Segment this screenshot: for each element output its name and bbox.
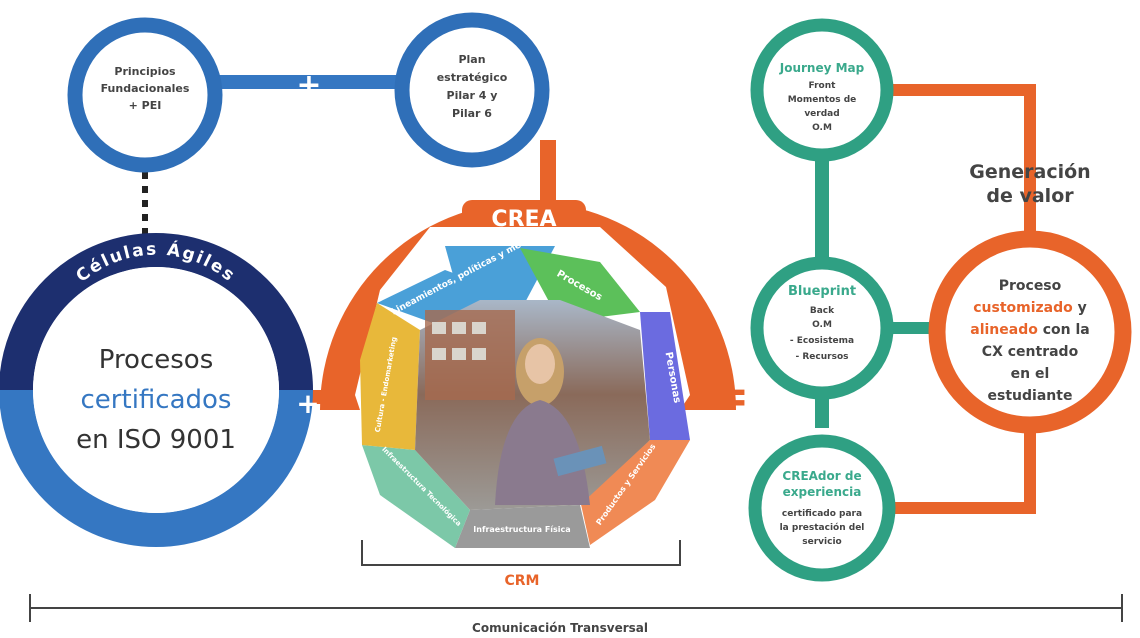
- journey-line3: verdad: [804, 109, 839, 119]
- photo-body: [495, 400, 590, 505]
- principios-line2: Fundacionales: [101, 82, 190, 95]
- photo-books: [553, 445, 607, 477]
- segment-lineamientos-top: [445, 246, 555, 312]
- connector-creador-proceso: [885, 420, 1036, 514]
- proceso-line2-rest: y: [1073, 300, 1087, 316]
- proceso-line6: estudiante: [988, 388, 1073, 404]
- plan-circle: [394, 12, 550, 168]
- blueprint-line3: - Ecosistema: [790, 336, 854, 346]
- plan-line2: estratégico: [437, 71, 508, 84]
- procesos-line1: Procesos: [99, 345, 214, 375]
- segment-productos: [580, 440, 690, 545]
- procesos-line3: en ISO 9001: [76, 425, 236, 455]
- principios-line1: Principios: [114, 65, 176, 78]
- principios-circle: [67, 17, 223, 173]
- principios-line3: + PEI: [129, 99, 162, 112]
- proceso-line3-rest: con la: [1038, 322, 1090, 338]
- plan-line4: Pilar 6: [452, 107, 492, 120]
- crm-bracket: [361, 540, 681, 566]
- journey-title: Journey Map: [779, 61, 865, 75]
- segment-infra-tecnologica: [362, 445, 470, 548]
- generacion-line2: de valor: [986, 185, 1074, 207]
- photo-window: [452, 348, 466, 360]
- journey-line4: O.M: [812, 123, 832, 133]
- proceso-alineado: alineado: [970, 322, 1038, 338]
- blueprint-circle: [750, 256, 894, 400]
- photo-window: [472, 322, 486, 334]
- creador-line1: certificado para: [782, 509, 862, 519]
- equals-sign: =: [711, 369, 750, 423]
- blueprint-title: Blueprint: [788, 284, 856, 299]
- blueprint-line1: Back: [810, 306, 835, 316]
- creador-line2: la prestación del: [780, 522, 865, 533]
- crea-tab: [462, 200, 586, 232]
- proceso-circle: [928, 230, 1132, 434]
- photo-face: [525, 344, 555, 384]
- proceso-line1: Proceso: [999, 278, 1062, 294]
- segment-infra-fisica: [455, 505, 590, 548]
- photo-window: [452, 322, 466, 334]
- procesos-ring: [0, 233, 313, 547]
- journey-line1: Front: [809, 81, 837, 91]
- blueprint-line2: O.M: [812, 320, 832, 330]
- comunicacion-label: Comunicación Transversal: [472, 621, 648, 635]
- blueprint-line4: - Recursos: [796, 352, 849, 362]
- proceso-line5: en el: [1011, 366, 1050, 382]
- proceso-line4: CX centrado: [982, 344, 1079, 360]
- creador-line3: servicio: [802, 537, 841, 547]
- proceso-line3: alineado con la: [970, 322, 1089, 338]
- photo-window: [432, 348, 446, 360]
- creador-circle: [748, 434, 896, 582]
- generacion-line1: Generación: [969, 161, 1090, 183]
- segment-personas: [640, 312, 690, 440]
- plus-top: +: [296, 68, 321, 103]
- segment-label-infra-fisica: Infraestructura Física: [473, 525, 570, 534]
- plan-line3: Pilar 4 y: [447, 89, 498, 102]
- crm-label: CRM: [505, 573, 540, 589]
- plan-line1: Plan: [458, 53, 485, 66]
- creador-title2: experiencia: [783, 485, 862, 499]
- journey-circle: [750, 18, 894, 162]
- photo-window: [472, 348, 486, 360]
- photo-window: [432, 322, 446, 334]
- procesos-line2: certificados: [81, 385, 232, 415]
- proceso-customizado: customizado: [973, 300, 1073, 316]
- plus-mid: +: [296, 387, 319, 420]
- proceso-line2: customizado y: [973, 300, 1087, 316]
- segment-cultura: [360, 303, 420, 450]
- journey-line2: Momentos de: [788, 95, 857, 105]
- connector-journey-generacion: [885, 84, 1036, 240]
- creador-title1: CREAdor de: [782, 469, 861, 483]
